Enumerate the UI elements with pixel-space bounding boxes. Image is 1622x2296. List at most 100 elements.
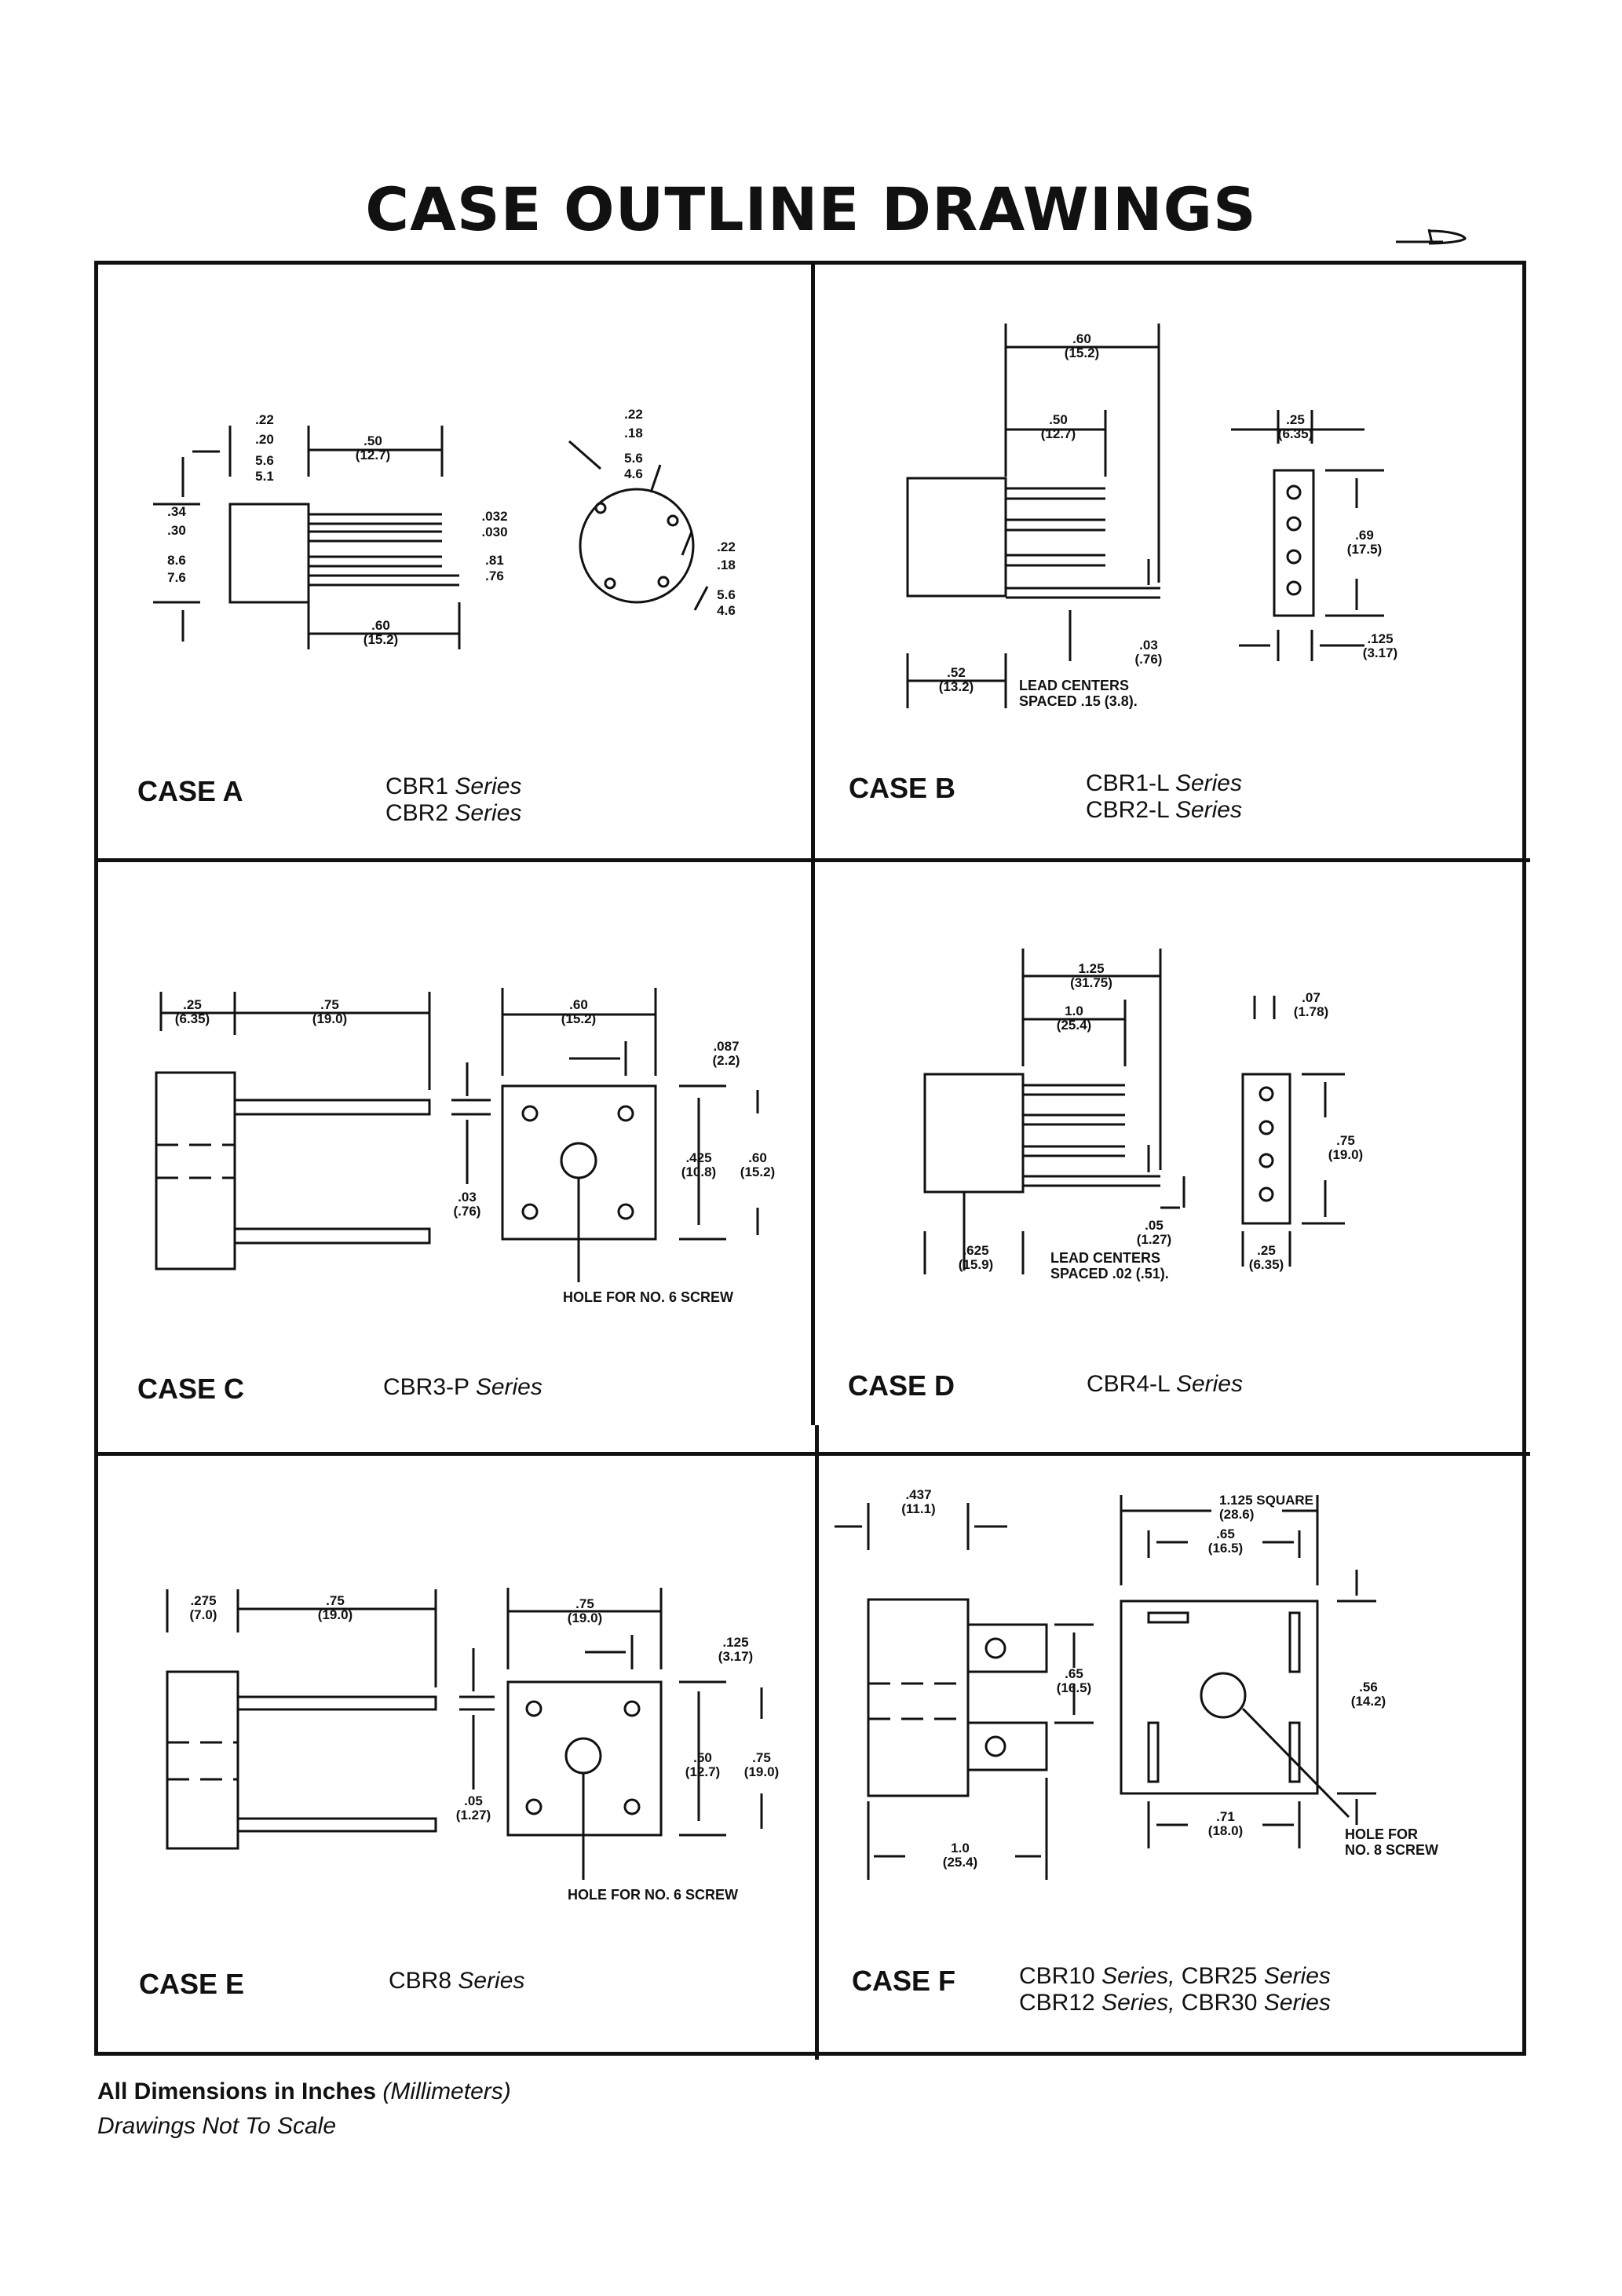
series-word: Series <box>1263 1963 1331 1989</box>
dim-label: (13.2) <box>939 679 974 694</box>
dim-label: (14.2) <box>1351 1694 1386 1709</box>
series-part: CBR1-L <box>1086 770 1169 796</box>
dim-label: 4.6 <box>717 603 736 618</box>
dim-label: 5.1 <box>255 469 274 484</box>
dim-label: (6.35) <box>1249 1257 1284 1272</box>
grid-divider-vertical-lower <box>815 1425 819 2060</box>
dim-label: .52 <box>947 665 966 680</box>
case-b-series-1: CBR1-L Series <box>1086 770 1242 797</box>
series-word: Series <box>455 800 522 826</box>
dim-label: 5.6 <box>624 451 643 466</box>
case-c-label: CASE C <box>137 1373 245 1405</box>
dim-label: (1.78) <box>1294 1004 1328 1019</box>
dim-label: .20 <box>255 432 274 447</box>
dim-label: .425 <box>685 1150 711 1165</box>
dim-label: .03 <box>1139 638 1158 653</box>
case-f-series-2: CBR12 Series, CBR30 Series <box>1019 1990 1331 2016</box>
dim-label: (6.35) <box>1278 426 1313 441</box>
case-b-series-2: CBR2-L Series <box>1086 797 1242 824</box>
dim-label: (19.0) <box>568 1610 602 1625</box>
dim-label: .22 <box>624 407 643 422</box>
note-text: HOLE FOR NO. 6 SCREW <box>568 1887 738 1903</box>
case-e-drawing: .275 (7.0) .75 (19.0) .75 (19.0) .125 (3… <box>166 1588 779 1903</box>
dim-label: (1.27) <box>456 1808 491 1823</box>
dim-label: (3.17) <box>1363 645 1397 660</box>
dim-label: .69 <box>1355 528 1374 543</box>
dim-label: (12.7) <box>356 448 390 462</box>
case-c-drawing: .25 (6.35) .75 (19.0) .60 (15.2) .087 (2… <box>155 988 775 1305</box>
dim-label: 7.6 <box>167 570 186 585</box>
handwritten-mark <box>1396 229 1467 245</box>
dim-label: (.76) <box>1135 652 1163 667</box>
scale-note: Drawings Not To Scale <box>97 2113 337 2139</box>
dim-label: (15.2) <box>561 1011 596 1026</box>
dim-label: (10.8) <box>681 1164 716 1179</box>
series-part: CBR1 <box>385 773 449 799</box>
dim-label: .22 <box>717 539 736 554</box>
dim-label: 5.6 <box>717 587 736 602</box>
dim-label: (12.7) <box>685 1764 720 1779</box>
dim-label: .60 <box>371 618 390 633</box>
case-e-panel: .275 (7.0) .75 (19.0) .75 (19.0) .125 (3… <box>98 1456 815 2056</box>
page-title: CASE OUTLINE DRAWINGS <box>365 174 1257 244</box>
dim-label: (15.2) <box>1065 345 1099 360</box>
case-d-panel: 1.25 (31.75) 1.0 (25.4) .07 (1.78) .75 (… <box>815 862 1526 1452</box>
dim-label: (19.0) <box>312 1011 347 1026</box>
case-b-panel: .60 (15.2) .50 (12.7) .25 (6.35) .69 (17… <box>815 265 1526 858</box>
dim-label: (3.17) <box>718 1649 753 1664</box>
footer: All Dimensions in Inches (Millimeters) D… <box>97 2075 511 2144</box>
series-word: Series <box>458 1968 525 1994</box>
series-word: Series <box>475 1374 542 1400</box>
grid-divider-vertical <box>811 265 815 1425</box>
case-a-panel: .22 .20 5.6 5.1 .50 (12.7) .34 .30 8.6 7… <box>98 265 811 858</box>
dim-label: .60 <box>569 997 588 1012</box>
dim-label: .125 <box>1367 631 1393 646</box>
dim-label: .56 <box>1359 1680 1378 1695</box>
note-text: HOLE FOR <box>1345 1826 1418 1842</box>
dim-label: .275 <box>190 1593 216 1608</box>
dim-label: .25 <box>1286 412 1305 427</box>
dim-label: .60 <box>1072 331 1091 346</box>
grid-divider-row2 <box>98 1452 1530 1456</box>
dim-label: 8.6 <box>167 553 186 568</box>
dim-label: (2.2) <box>713 1053 740 1068</box>
case-b-label: CASE B <box>849 772 956 804</box>
dim-label: 1.0 <box>1065 1004 1083 1018</box>
units-label: All Dimensions in Inches <box>97 2078 377 2104</box>
dim-label: 1.125 SQUARE <box>1219 1493 1313 1508</box>
dim-label: .22 <box>255 412 274 427</box>
dim-label: (19.0) <box>744 1764 779 1779</box>
note-text: HOLE FOR NO. 6 SCREW <box>563 1289 733 1305</box>
case-f-series-1: CBR10 Series, CBR25 Series <box>1019 1963 1331 1990</box>
dim-label: (.76) <box>454 1204 481 1219</box>
dim-label: .087 <box>713 1039 739 1054</box>
series-part: CBR2-L <box>1086 797 1169 823</box>
dim-label: .18 <box>717 558 736 572</box>
dim-label: .34 <box>167 504 186 519</box>
series-part: CBR3-P <box>383 1374 469 1400</box>
series-part: CBR30 <box>1181 1990 1258 2016</box>
dim-label: (11.1) <box>901 1501 935 1516</box>
case-d-drawing: 1.25 (31.75) 1.0 (25.4) .07 (1.78) .75 (… <box>923 949 1363 1281</box>
dim-label: .76 <box>485 569 504 583</box>
dim-label: .05 <box>464 1793 483 1808</box>
series-word: Series <box>1174 770 1242 796</box>
case-e-label: CASE E <box>139 1968 245 2000</box>
case-a-series-1: CBR1 Series <box>385 773 521 800</box>
dim-label: (28.6) <box>1219 1507 1254 1522</box>
dim-label: .50 <box>363 433 382 448</box>
case-c-panel: .25 (6.35) .75 (19.0) .60 (15.2) .087 (2… <box>98 862 811 1452</box>
case-grid: .22 .20 5.6 5.1 .50 (12.7) .34 .30 8.6 7… <box>94 261 1530 2060</box>
dim-label: (25.4) <box>1057 1018 1091 1033</box>
series-part: CBR2 <box>385 800 449 826</box>
case-f-drawing: .437 (11.1) 1.125 SQUARE (28.6) .65 (16.… <box>835 1487 1438 1880</box>
dim-label: 4.6 <box>624 466 643 481</box>
note-text: SPACED .15 (3.8). <box>1019 693 1138 709</box>
dim-label: (15.2) <box>363 632 398 647</box>
dim-label: 5.6 <box>255 453 274 468</box>
series-word: Series <box>455 773 522 799</box>
dim-label: .65 <box>1216 1526 1235 1541</box>
dim-label: (19.0) <box>1328 1147 1363 1162</box>
dim-label: .125 <box>722 1635 748 1650</box>
units-paren: (Millimeters) <box>382 2078 511 2104</box>
